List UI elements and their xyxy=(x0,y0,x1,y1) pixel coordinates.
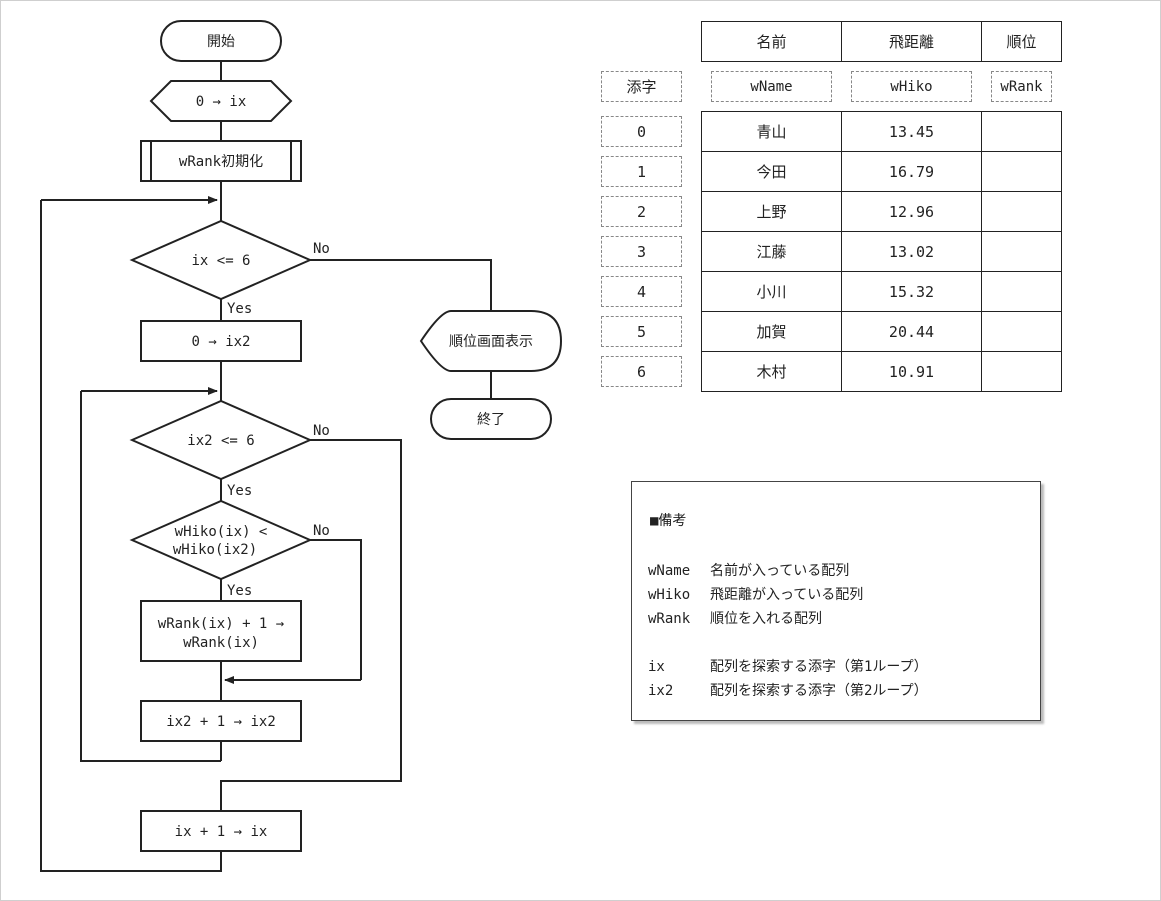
notes-title: ■備考 xyxy=(650,513,687,529)
row-rank xyxy=(981,271,1062,312)
row-index: 4 xyxy=(601,276,682,307)
init-wrank-process xyxy=(140,140,302,182)
note-key: wHiko xyxy=(648,587,691,603)
cond1-no-label: No xyxy=(313,241,330,257)
row-name: 今田 xyxy=(701,151,842,192)
init-ix-label: 0 → ix xyxy=(196,94,247,110)
row-name: 木村 xyxy=(701,351,842,392)
array-name-wname: wName xyxy=(711,71,832,102)
note-item: wRank 順位を入れる配列 xyxy=(648,608,822,628)
note-key: ix xyxy=(648,659,665,675)
row-index: 6 xyxy=(601,356,682,387)
note-key: wRank xyxy=(648,611,691,627)
row-rank xyxy=(981,351,1062,392)
row-name: 青山 xyxy=(701,111,842,152)
start-label: 開始 xyxy=(207,34,235,50)
init-ix-hexagon xyxy=(149,80,293,122)
cond3-label-line2: wHiko(ix2) xyxy=(173,542,257,558)
row-distance: 12.96 xyxy=(841,191,982,232)
notes-box: ■備考 wName 名前が入っている配列 wHiko 飛距離が入っている配列 wRa… xyxy=(631,481,1041,721)
row-distance: 20.44 xyxy=(841,311,982,352)
cond3-no-label: No xyxy=(313,523,330,539)
ix-increment-process xyxy=(140,810,302,852)
init-ix2-label: 0 → ix2 xyxy=(191,334,250,350)
array-name-whiko: wHiko xyxy=(851,71,972,102)
cond3-decision xyxy=(129,499,313,581)
row-distance: 13.02 xyxy=(841,231,982,272)
cond2-decision xyxy=(129,399,313,481)
ix-increment-label: ix + 1 → ix xyxy=(175,824,268,840)
row-distance: 16.79 xyxy=(841,151,982,192)
row-index: 3 xyxy=(601,236,682,267)
note-item: ix2 配列を探索する添字（第2ループ） xyxy=(648,680,928,700)
row-rank xyxy=(981,151,1062,192)
row-index: 1 xyxy=(601,156,682,187)
note-item: wHiko 飛距離が入っている配列 xyxy=(648,584,863,604)
note-item: wName 名前が入っている配列 xyxy=(648,560,849,580)
row-rank xyxy=(981,111,1062,152)
note-desc: 名前が入っている配列 xyxy=(710,563,850,579)
note-key: wName xyxy=(648,563,691,579)
row-index: 0 xyxy=(601,116,682,147)
flowchart: 開始 0 → ix wRank初期化 ix <= 6 No Yes 0 → ix… xyxy=(40,20,563,872)
array-name-wrank: wRank xyxy=(991,71,1052,102)
cond3-label-line1: wHiko(ix) < xyxy=(175,524,268,540)
header-rank: 順位 xyxy=(981,21,1062,62)
header-name: 名前 xyxy=(701,21,842,62)
note-key: ix2 xyxy=(648,683,674,699)
row-index: 2 xyxy=(601,196,682,227)
ix2-increment-process xyxy=(140,700,302,742)
row-distance: 15.32 xyxy=(841,271,982,312)
row-index: 5 xyxy=(601,316,682,347)
rank-increment-line1: wRank(ix) + 1 → xyxy=(158,616,284,632)
ix2-increment-label: ix2 + 1 → ix2 xyxy=(166,714,276,730)
note-desc: 配列を探索する添字（第1ループ） xyxy=(710,659,928,675)
note-item: ix 配列を探索する添字（第1ループ） xyxy=(648,656,928,676)
connector-lines xyxy=(40,61,492,872)
end-label: 終了 xyxy=(477,412,505,428)
index-label: 添字 xyxy=(601,71,682,102)
row-name: 加賀 xyxy=(701,311,842,352)
display-label: 順位画面表示 xyxy=(449,334,533,350)
header-distance: 飛距離 xyxy=(841,21,982,62)
note-desc: 飛距離が入っている配列 xyxy=(710,587,864,603)
row-rank xyxy=(981,231,1062,272)
init-ix2-process xyxy=(140,320,302,362)
cond2-label: ix2 <= 6 xyxy=(187,433,254,449)
row-name: 上野 xyxy=(701,191,842,232)
cond2-no-label: No xyxy=(313,423,330,439)
rank-increment-process xyxy=(140,600,302,662)
start-terminal xyxy=(160,20,282,62)
note-desc: 順位を入れる配列 xyxy=(710,611,822,627)
row-distance: 10.91 xyxy=(841,351,982,392)
init-wrank-label: wRank初期化 xyxy=(179,153,263,170)
cond1-label: ix <= 6 xyxy=(191,253,250,269)
rank-increment-line2: wRank(ix) xyxy=(183,635,259,651)
row-name: 江藤 xyxy=(701,231,842,272)
row-name: 小川 xyxy=(701,271,842,312)
display-symbol xyxy=(419,310,563,372)
row-distance: 13.45 xyxy=(841,111,982,152)
cond2-yes-label: Yes xyxy=(227,483,252,499)
end-terminal xyxy=(430,398,552,440)
cond1-yes-label: Yes xyxy=(227,301,252,317)
cond3-yes-label: Yes xyxy=(227,583,252,599)
row-rank xyxy=(981,191,1062,232)
row-rank xyxy=(981,311,1062,352)
note-desc: 配列を探索する添字（第2ループ） xyxy=(710,683,928,699)
cond1-decision xyxy=(129,219,313,301)
